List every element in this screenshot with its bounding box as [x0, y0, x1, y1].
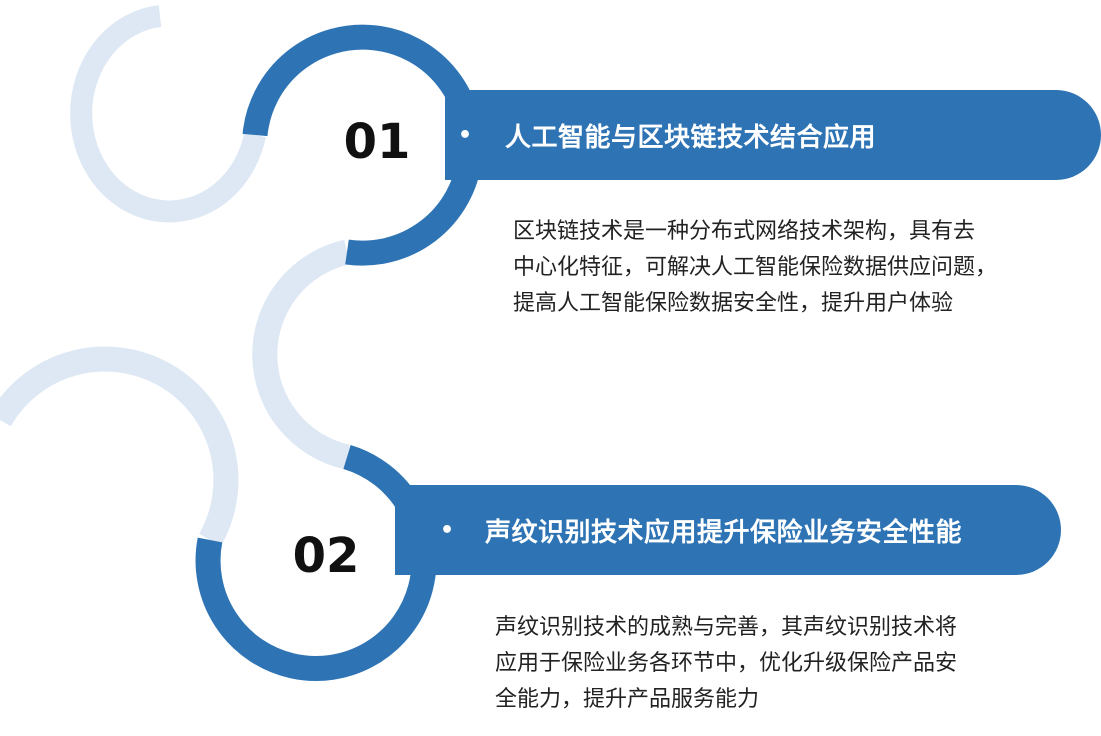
description-01: 区块链技术是一种分布式网络技术架构，具有去 中心化特征，可解决人工智能保险数据供…	[513, 214, 997, 322]
title-01: 人工智能与区块链技术结合应用	[505, 122, 877, 153]
step-number-02: 02	[292, 528, 360, 584]
description-line: 声纹识别技术的成熟与完善，其声纹识别技术将	[495, 615, 958, 640]
description-02: 声纹识别技术的成熟与完善，其声纹识别技术将 应用于保险业务各环节中，优化升级保险…	[495, 610, 957, 718]
light-arc-middle	[252, 239, 350, 470]
description-line: 提高人工智能保险数据安全性，提升用户体验	[513, 291, 954, 316]
description-line: 区块链技术是一种分布式网络技术架构，具有去	[513, 219, 976, 244]
light-arc-bottom-left	[0, 346, 239, 547]
title-banner-02: • 声纹识别技术应用提升保险业务安全性能	[395, 485, 1061, 575]
light-arc-top-left	[70, 5, 266, 223]
title-banner-01: • 人工智能与区块链技术结合应用	[445, 90, 1101, 180]
description-line: 中心化特征，可解决人工智能保险数据供应问题，	[513, 255, 998, 280]
bullet-icon: •	[457, 122, 473, 148]
description-line: 全能力，提升产品服务能力	[495, 687, 760, 712]
ring-arc-01	[242, 24, 483, 266]
step-number-01: 01	[343, 114, 411, 170]
title-02: 声纹识别技术应用提升保险业务安全性能	[485, 517, 963, 548]
bullet-icon: •	[439, 517, 455, 543]
description-line: 应用于保险业务各环节中，优化升级保险产品安	[495, 651, 958, 676]
